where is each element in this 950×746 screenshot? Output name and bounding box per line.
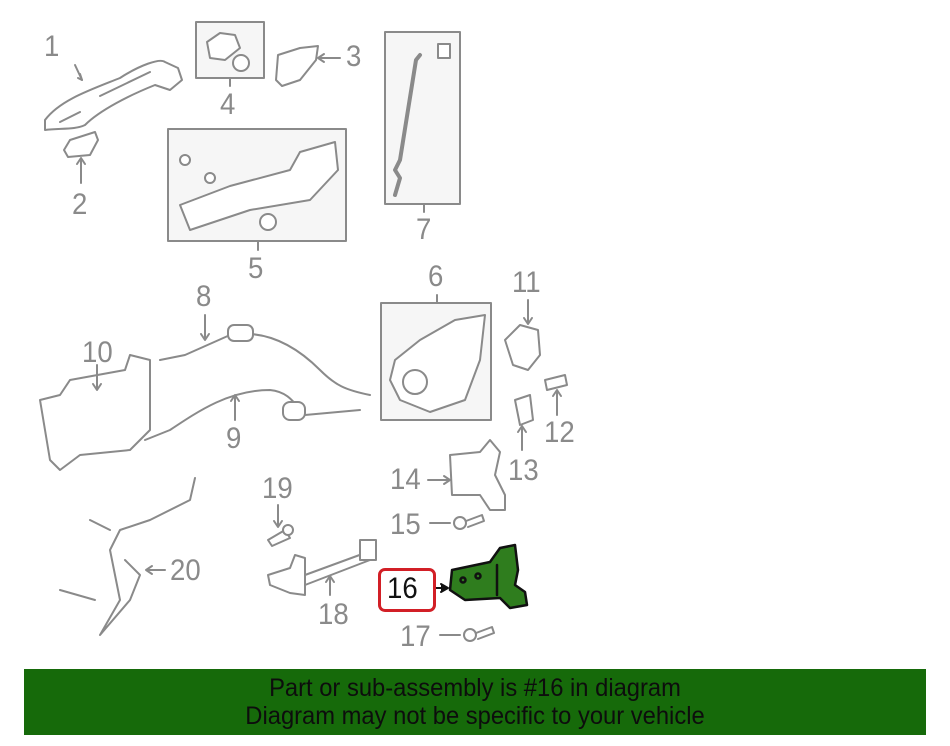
callout-13: 13 (508, 454, 539, 487)
callout-20: 20 (170, 554, 201, 587)
callout-5: 5 (248, 252, 264, 285)
callout-16[interactable]: 16 (387, 572, 418, 605)
part-2-bezel-icon (63, 131, 99, 184)
callout-19: 19 (262, 472, 293, 505)
callout-14: 14 (390, 463, 421, 496)
callout-8: 8 (196, 280, 212, 313)
highlight-box-16 (378, 568, 436, 612)
callout-3: 3 (346, 40, 362, 73)
callout-17: 17 (400, 620, 431, 653)
callout-6: 6 (428, 260, 444, 293)
callout-2: 2 (72, 188, 88, 221)
callout-9: 9 (226, 422, 242, 455)
callout-12: 12 (544, 416, 575, 449)
part-3-gasket-icon (275, 45, 341, 87)
callout-4: 4 (220, 88, 236, 121)
info-banner: Part or sub-assembly is #16 in diagram D… (24, 669, 926, 735)
part-16-lower-hinge-icon (448, 543, 529, 610)
banner-line-2: Diagram may not be specific to your vehi… (245, 702, 705, 730)
callout-18: 18 (318, 598, 349, 631)
banner-line-1: Part or sub-assembly is #16 in diagram (269, 674, 681, 702)
callout-11: 11 (512, 266, 541, 299)
callout-1: 1 (44, 30, 60, 63)
callout-10: 10 (82, 336, 113, 369)
callout-7: 7 (416, 213, 432, 246)
callout-15: 15 (390, 508, 421, 541)
part-1-outer-handle-icon (44, 59, 183, 131)
